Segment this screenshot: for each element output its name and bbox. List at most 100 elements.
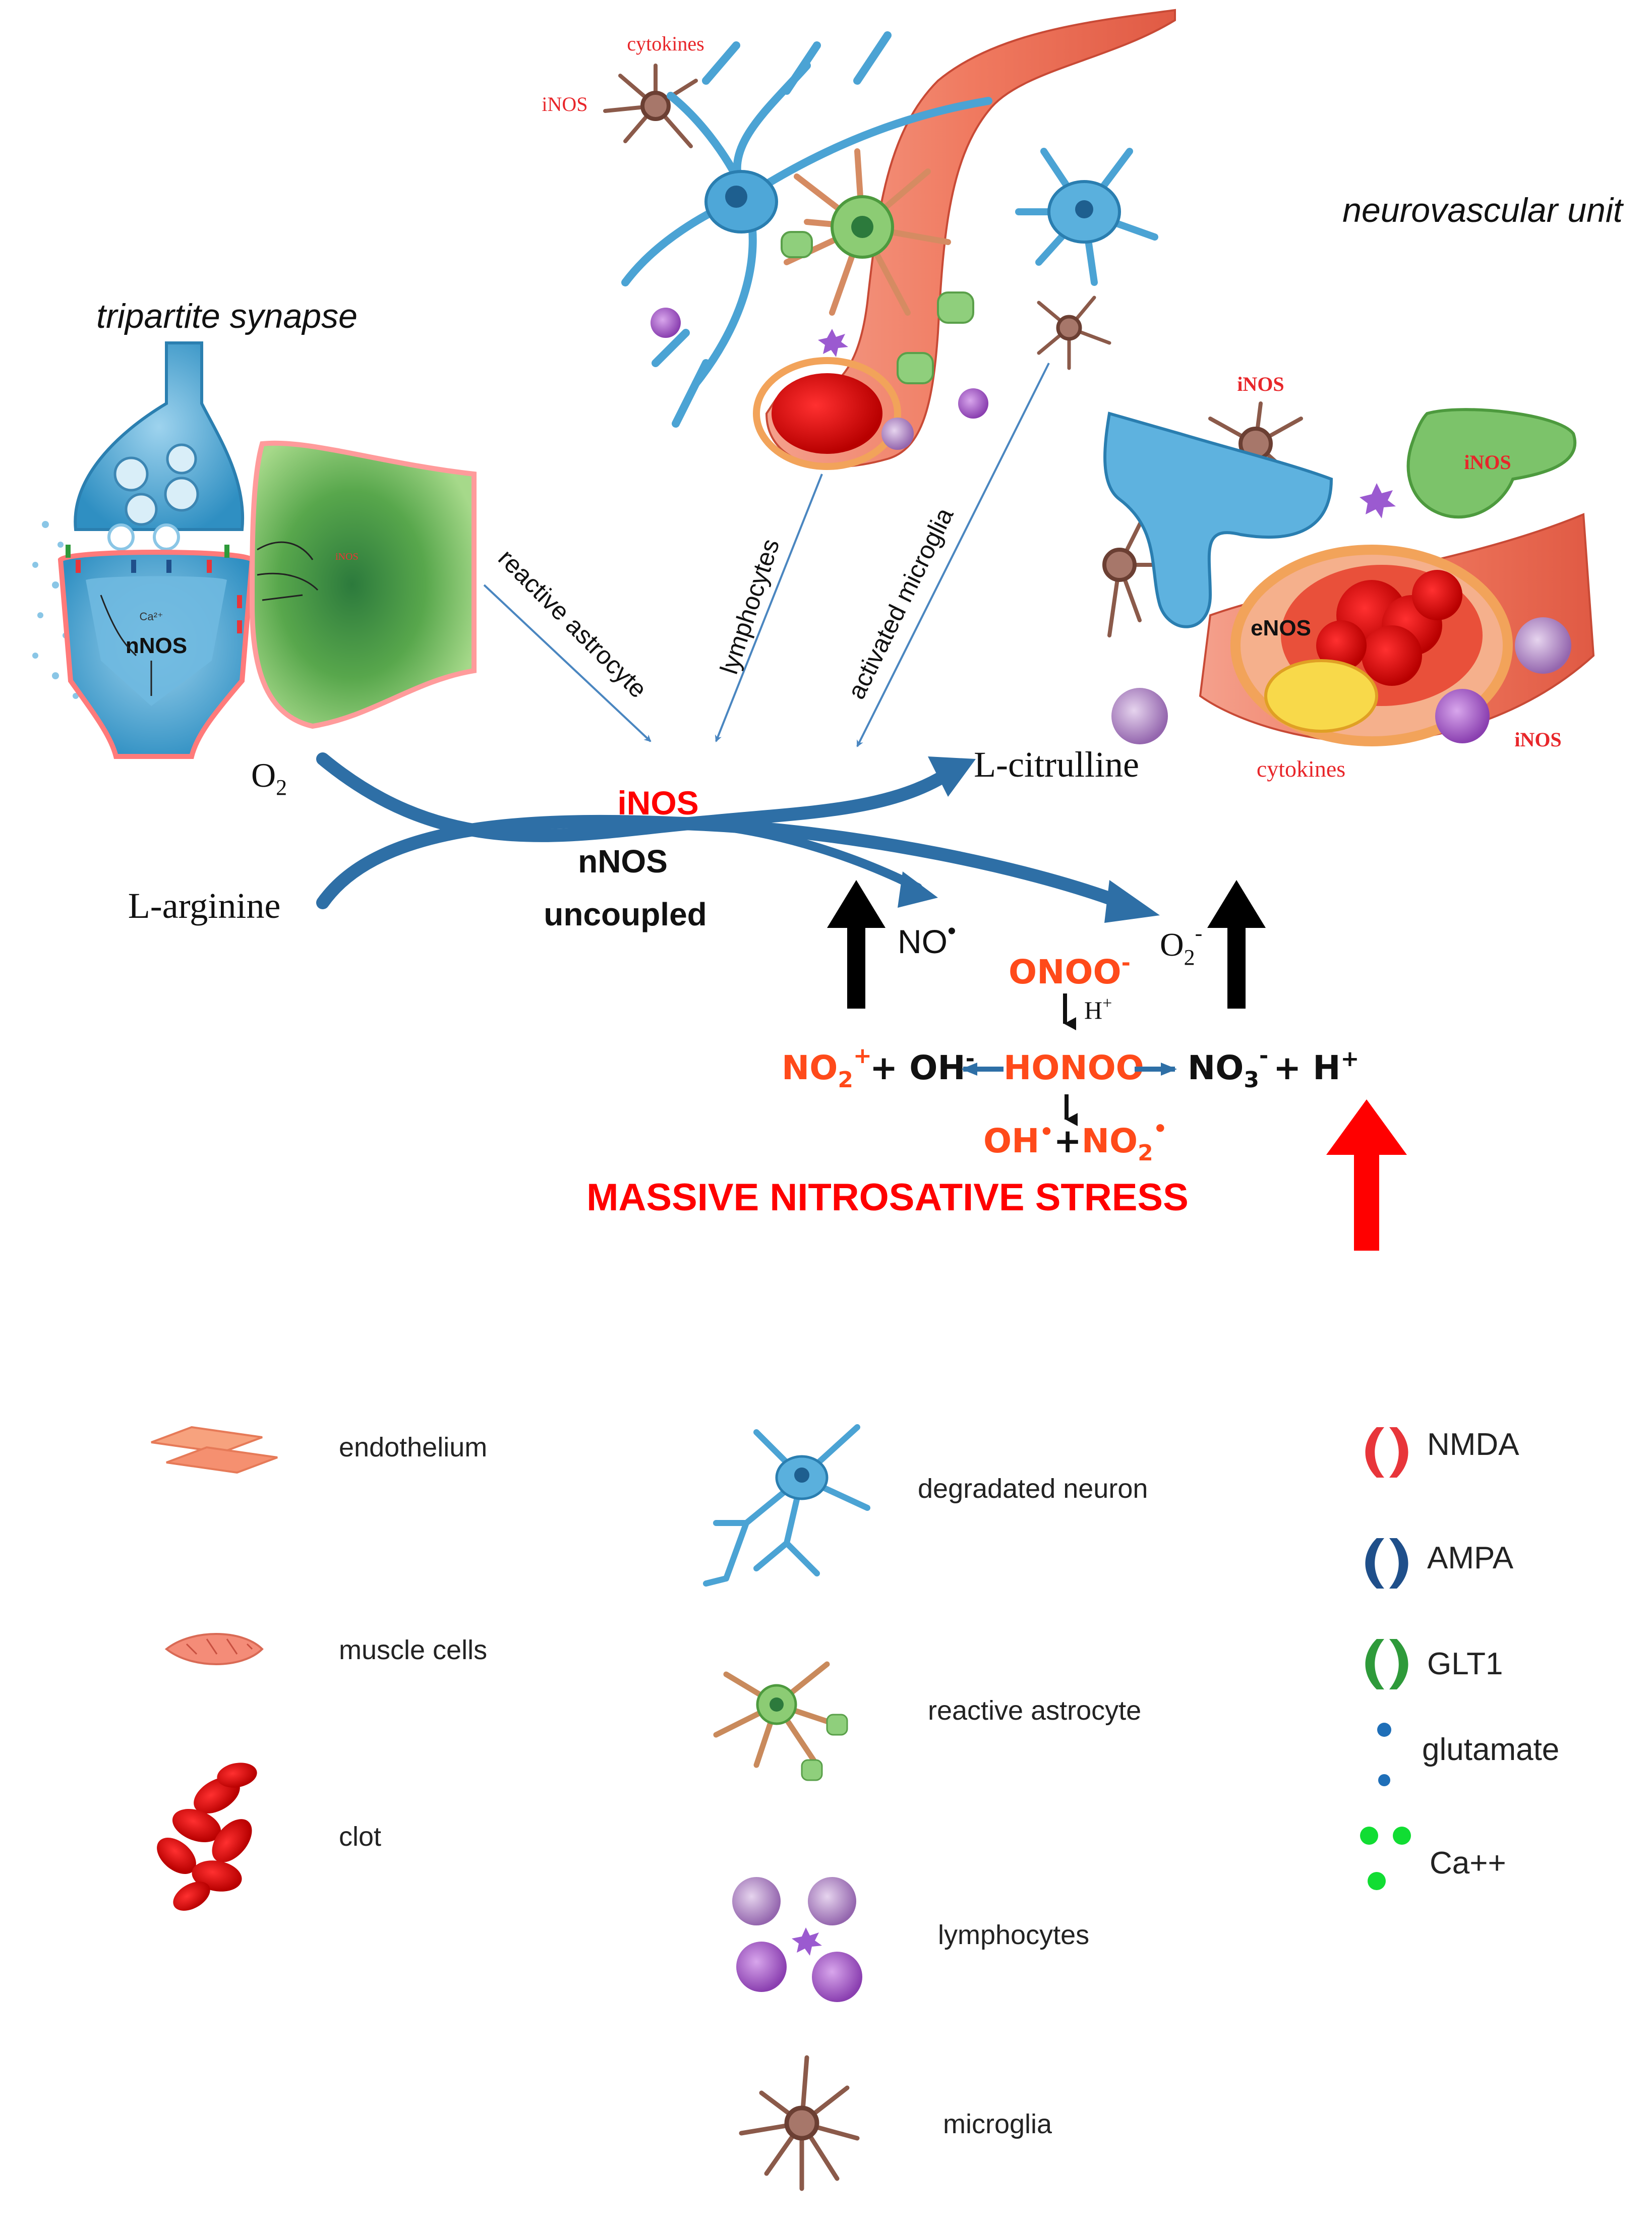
top-platelet <box>818 329 848 357</box>
presynaptic-terminal <box>74 341 245 531</box>
legend-microglia-icon <box>739 2055 860 2191</box>
onoo-label: ONOO- <box>1009 950 1131 991</box>
nvu-astrocyte-endfoot <box>1406 408 1576 519</box>
legend-degradated-neuron-label: degradated neuron <box>918 1474 1148 1504</box>
black-up-arrow-no <box>827 880 886 1009</box>
tripartite-synapse: tripartite synapse Ca²⁺ nNOS <box>32 297 477 759</box>
ampa-receptors <box>131 560 171 573</box>
legend-degradated-neuron-icon <box>703 1424 870 1587</box>
red-up-arrow <box>1326 1099 1407 1251</box>
l-arginine-label: L-arginine <box>128 886 281 926</box>
legend-glt1-label: GLT1 <box>1427 1647 1503 1681</box>
nvu-enos-label: eNOS <box>1251 616 1311 640</box>
radicals-label: OH•+NO2• <box>983 1116 1167 1166</box>
nvu-cytokines-label: cytokines <box>1257 756 1345 782</box>
plus-proton-label: + H+ <box>1273 1046 1359 1087</box>
nvu-inos-astro-label: iNOS <box>1464 451 1511 474</box>
astrocyte-endfeet <box>781 231 974 384</box>
legend-glt1-icon <box>1365 1639 1408 1689</box>
center-uncoupled-label: uncoupled <box>544 896 707 932</box>
legend-reactive-astrocyte-label: reactive astrocyte <box>928 1695 1141 1726</box>
top-vessel-wall-ring <box>753 357 901 470</box>
center-nnos-label: nNOS <box>578 843 668 880</box>
center-inos-label: iNOS <box>617 784 698 822</box>
legend-microglia-label: microglia <box>943 2109 1052 2139</box>
perisynaptic-astrocyte <box>249 440 477 729</box>
arrowhead-no <box>898 871 938 908</box>
microglia-right <box>1037 296 1111 370</box>
legend-ampa-label: AMPA <box>1427 1541 1514 1575</box>
arrowhead-superoxide <box>1104 880 1160 923</box>
top-cytokines-label: cytokines <box>627 32 704 55</box>
label-activated-microglia: activated microglia <box>842 503 959 704</box>
glt1-transporters <box>66 545 229 558</box>
top-neurovascular-cluster: cytokines iNOS <box>542 9 1176 470</box>
synaptic-vesicles <box>113 443 199 526</box>
no2-plus-label: NO2+ <box>782 1043 872 1093</box>
synapse-nnos-label: nNOS <box>126 633 187 658</box>
neurovascular-unit: neurovascular unit iNOS iNOS eNOS <box>1102 191 1624 782</box>
arrow-reactive-astrocyte <box>483 584 652 742</box>
legend-glutamate-label: glutamate <box>1422 1732 1559 1767</box>
legend-astrocyte-endfeet <box>801 1714 848 1781</box>
o2-label: O2 <box>251 756 287 800</box>
legend-lymphocytes-icon <box>732 1877 862 2002</box>
legend-degradated-neuron-nucleus <box>794 1468 809 1483</box>
nitrate-label: NO3- <box>1188 1043 1268 1093</box>
tripartite-synapse-title: tripartite synapse <box>96 297 358 335</box>
legend-ca-label: Ca++ <box>1430 1846 1506 1881</box>
nitric-oxide-label: NO• <box>898 918 956 960</box>
arrowhead-citrulline <box>928 756 976 797</box>
docked-vesicle <box>107 523 135 551</box>
docked-vesicle <box>153 523 180 551</box>
legend-muscle-cells-icon <box>164 1633 264 1665</box>
legend-endothelium-label: endothelium <box>339 1432 487 1462</box>
nvu-platelet <box>1360 483 1396 518</box>
top-neuron-nucleus <box>725 186 747 208</box>
astrocyte-uptake-arrows <box>257 541 319 601</box>
arrow-activated-microglia <box>856 363 1050 747</box>
top-lymphocyte <box>881 418 914 450</box>
synapse-signal-arrow <box>100 595 137 657</box>
nvu-inos-top-label: iNOS <box>1237 373 1284 395</box>
legend-reactive-astrocyte-nucleus <box>770 1697 784 1712</box>
nvu-inos-bottom-label: iNOS <box>1514 728 1561 751</box>
proton-label: H+ <box>1084 994 1112 1024</box>
top-astrocyte-nucleus <box>851 216 873 238</box>
synapse-ca-label: Ca²⁺ <box>139 610 163 623</box>
top-degraded-neuron <box>621 31 992 428</box>
arrow-arginine-to-products <box>316 814 1141 914</box>
legend-clot-icon <box>157 1763 257 1911</box>
legend-ca-icon <box>1360 1827 1411 1890</box>
top-lymphocyte <box>651 308 681 338</box>
black-up-arrow-superoxide <box>1207 880 1266 1009</box>
top-vessel-lumen-clot <box>772 373 882 454</box>
main-reaction: O2 L-arginine L-citrulline iNOS nNOS unc… <box>128 744 1266 1009</box>
legend-endothelium-icon <box>151 1426 278 1474</box>
neurovascular-unit-title: neurovascular unit <box>1342 191 1624 229</box>
honoo-label: HONOO <box>1004 1048 1144 1087</box>
legend-nmda-label: NMDA <box>1427 1427 1519 1462</box>
arrow-to-no <box>701 820 922 892</box>
right-neuron-nucleus <box>1075 200 1093 218</box>
nmda-receptors <box>76 560 242 633</box>
top-inos-label: iNOS <box>542 93 587 115</box>
synapse-astrocyte-inos-label: iNOS <box>335 551 359 562</box>
l-citrulline-label: L-citrulline <box>974 744 1139 785</box>
peroxynitrite-chemistry: ONOO- H+ NO2+ + OH- HONOO NO3- + H+ OH•+… <box>586 950 1407 1251</box>
nitrosative-stress-label: MASSIVE NITROSATIVE STRESS <box>586 1176 1189 1219</box>
legend-muscle-cells-label: muscle cells <box>339 1635 487 1665</box>
nvu-plaque <box>1264 659 1378 733</box>
arrow-lymphocytes <box>715 474 823 742</box>
nvu-neuron-process <box>1103 412 1333 628</box>
nvu-lymphocyte <box>1515 617 1571 674</box>
nvu-vessel-clot <box>1316 570 1462 686</box>
legend-clot-label: clot <box>339 1822 381 1852</box>
microglia-top <box>603 64 698 148</box>
postsynaptic-spine <box>86 576 227 706</box>
plus-hydroxide-label: + OH- <box>870 1046 975 1087</box>
legend-glutamate-icon <box>1377 1723 1391 1786</box>
legend: endothelium muscle cells clot degradated… <box>151 1424 1559 2191</box>
nvu-lymphocyte <box>1435 689 1490 743</box>
